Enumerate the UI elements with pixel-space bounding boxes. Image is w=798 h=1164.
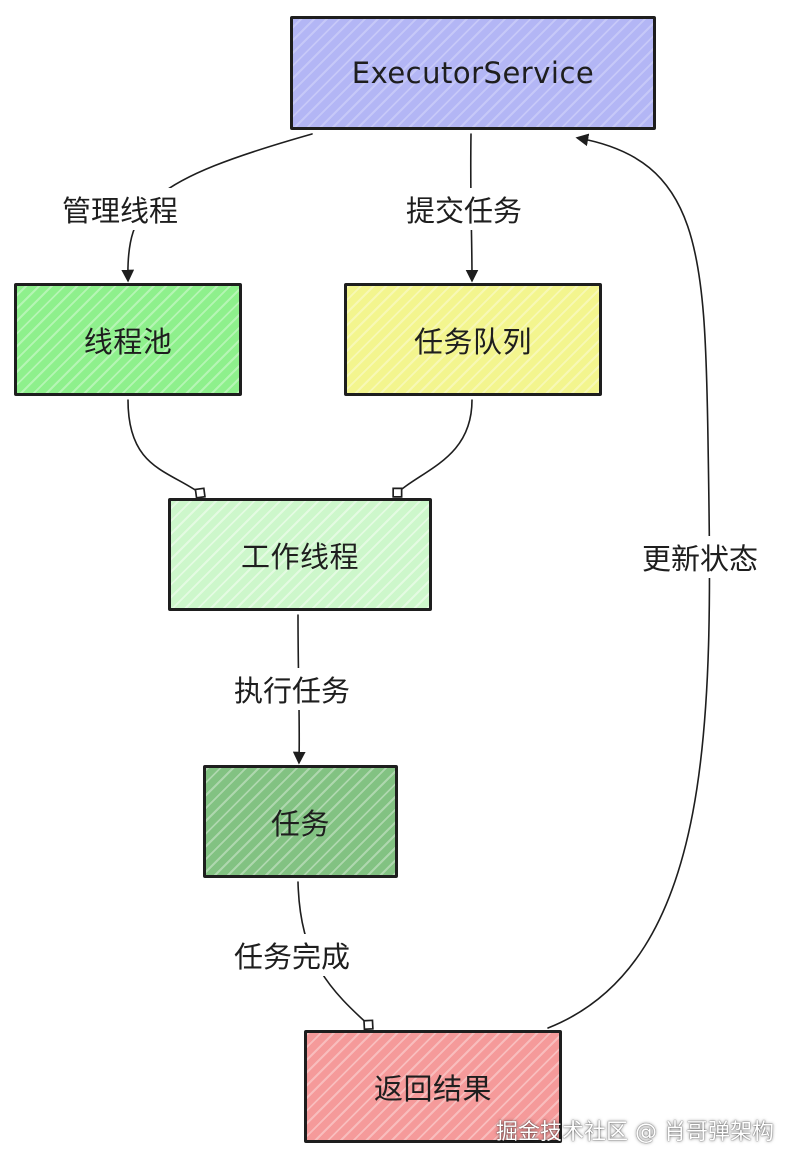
thread-pool-node: 线程池 [14,283,242,396]
return-result-label: 返回结果 [373,1071,492,1106]
manage-threads-label: 管理线程 [60,188,181,230]
task-node: 任务 [203,765,398,878]
executor-service-label: ExecutorService [351,56,595,90]
return-result-node: 返回结果 [304,1030,562,1143]
thread-pool-label: 线程池 [83,324,173,359]
executor-service-node: ExecutorService [290,16,656,130]
worker-thread-node: 工作线程 [168,498,432,611]
worker-thread-label: 工作线程 [240,539,359,574]
edge-update-status [547,133,711,1029]
update-status-label: 更新状态 [640,536,761,578]
task-queue-node: 任务队列 [344,283,602,396]
task-label: 任务 [270,806,330,841]
task-queue-label: 任务队列 [413,324,532,359]
execute-task-label: 执行任务 [232,668,353,710]
watermark: 掘金技术社区 @ 肖哥弹架构 [496,1120,774,1145]
submit-task-label: 提交任务 [404,188,525,230]
edge-queue-to-worker [392,399,473,498]
edge-pool-to-worker [127,399,206,499]
task-complete-label: 任务完成 [232,934,353,976]
